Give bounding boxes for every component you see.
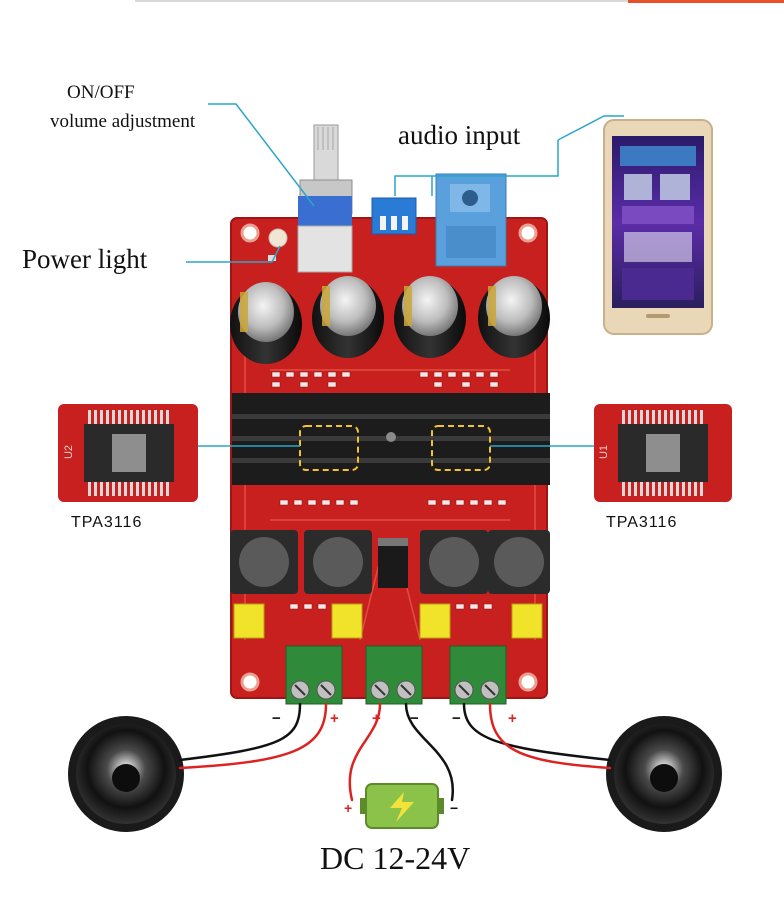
chip-label-left: TPA3116 <box>71 514 143 531</box>
audio-jack <box>435 173 507 267</box>
inductors <box>230 530 550 594</box>
audio-header-connector <box>371 197 417 235</box>
speaker-left <box>68 716 184 832</box>
battery-minus: − <box>450 800 459 816</box>
chip-callout-right <box>594 404 732 502</box>
volume-adjustment-label: volume adjustment <box>50 111 196 132</box>
chip-label-right: TPA3116 <box>606 514 678 531</box>
power-light-label: Power light <box>22 244 148 274</box>
power-supply-label: DC 12-24V <box>320 840 471 876</box>
film-capacitors <box>233 603 543 639</box>
polarity-plus-left: + <box>330 710 339 727</box>
smd-components <box>271 371 507 610</box>
capacitors <box>230 276 550 364</box>
chip-designator-right: U1 <box>598 444 611 460</box>
volume-potentiometer <box>297 124 353 273</box>
audio-input-label: audio input <box>398 120 521 150</box>
callout-lines <box>186 103 624 447</box>
polarity-minus-left: − <box>272 710 281 727</box>
power-led <box>268 228 288 261</box>
top-divider <box>135 0 784 2</box>
wires <box>178 702 612 802</box>
smartphone <box>603 119 713 335</box>
polarity-minus-power: − <box>410 710 419 727</box>
chip-callout-left <box>58 404 198 502</box>
battery <box>360 783 444 829</box>
top-accent-bar <box>628 0 784 3</box>
heatsink <box>232 393 550 485</box>
speaker-right <box>606 716 722 832</box>
polarity-plus-power: + <box>372 710 381 727</box>
chip-designator-left: U2 <box>63 444 76 460</box>
screw-terminals <box>285 645 507 705</box>
onoff-label: ON/OFF <box>67 82 135 103</box>
polarity-minus-right: − <box>452 710 461 727</box>
battery-plus: + <box>344 800 353 816</box>
polarity-plus-right: + <box>508 710 517 727</box>
